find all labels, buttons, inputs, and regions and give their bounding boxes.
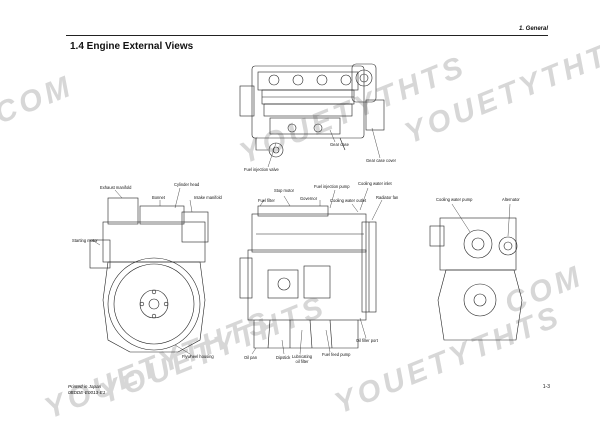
- label-flywheel-housing: Flywheel housing: [182, 354, 214, 359]
- header-divider: [66, 35, 548, 36]
- label-cooling-water-outlet: Cooling water outlet: [330, 198, 367, 203]
- label-cooling-water-pump: Cooling water pump: [436, 197, 473, 202]
- label-cooling-water-inlet: Cooling water inlet: [358, 181, 392, 186]
- footer-print-info: Printed in Japan 0BDDE-E0013-E1: [68, 384, 105, 395]
- label-fuel-injection-pump: Fuel injection pump: [314, 184, 350, 189]
- label-fuel-filter: Fuel filter: [258, 198, 275, 203]
- engine-front-view-drawing: [429, 203, 523, 341]
- label-stop-motor: Stop motor: [274, 188, 295, 193]
- label-oil-pan: Oil pan: [244, 355, 257, 360]
- label-gear-case: Gear case: [330, 142, 349, 147]
- label-alternator: Alternator: [502, 197, 520, 202]
- label-radiator-fan: Radiator fan: [376, 195, 399, 200]
- label-exhaust-manifold: Exhaust manifold: [100, 185, 132, 190]
- label-fuel-feed-pump: Fuel feed pump: [322, 352, 351, 357]
- label-bonnet: Bonnet: [152, 195, 165, 200]
- label-intake-manifold: Intake manifold: [194, 195, 222, 200]
- label-gear-case-cover: Gear case cover: [366, 158, 397, 163]
- engine-top-view-drawing: [239, 63, 385, 168]
- label-oil-filler-port: Oil filler port: [356, 338, 378, 343]
- footer-code: 0BDDE-E0013-E1: [68, 389, 106, 395]
- page-title: 1.4 Engine External Views: [70, 41, 194, 52]
- label-fuel-injection-valve: Fuel injection valve: [244, 167, 279, 172]
- engine-flywheel-view-drawing: [89, 187, 209, 355]
- label-starting-motor: Starting motor: [72, 238, 98, 243]
- label-lubricating-oil-filter: Lubricating oil filter: [292, 354, 313, 364]
- label-dipstick: Dipstick: [276, 355, 291, 360]
- engine-side-view-drawing: [239, 187, 383, 355]
- section-header: 1. General: [518, 26, 548, 32]
- page-number: 1-3: [542, 384, 550, 390]
- label-governor: Governor: [300, 196, 318, 201]
- label-cylinder-head: Cylinder head: [174, 182, 200, 187]
- footer-printed: Printed in Japan: [68, 384, 102, 389]
